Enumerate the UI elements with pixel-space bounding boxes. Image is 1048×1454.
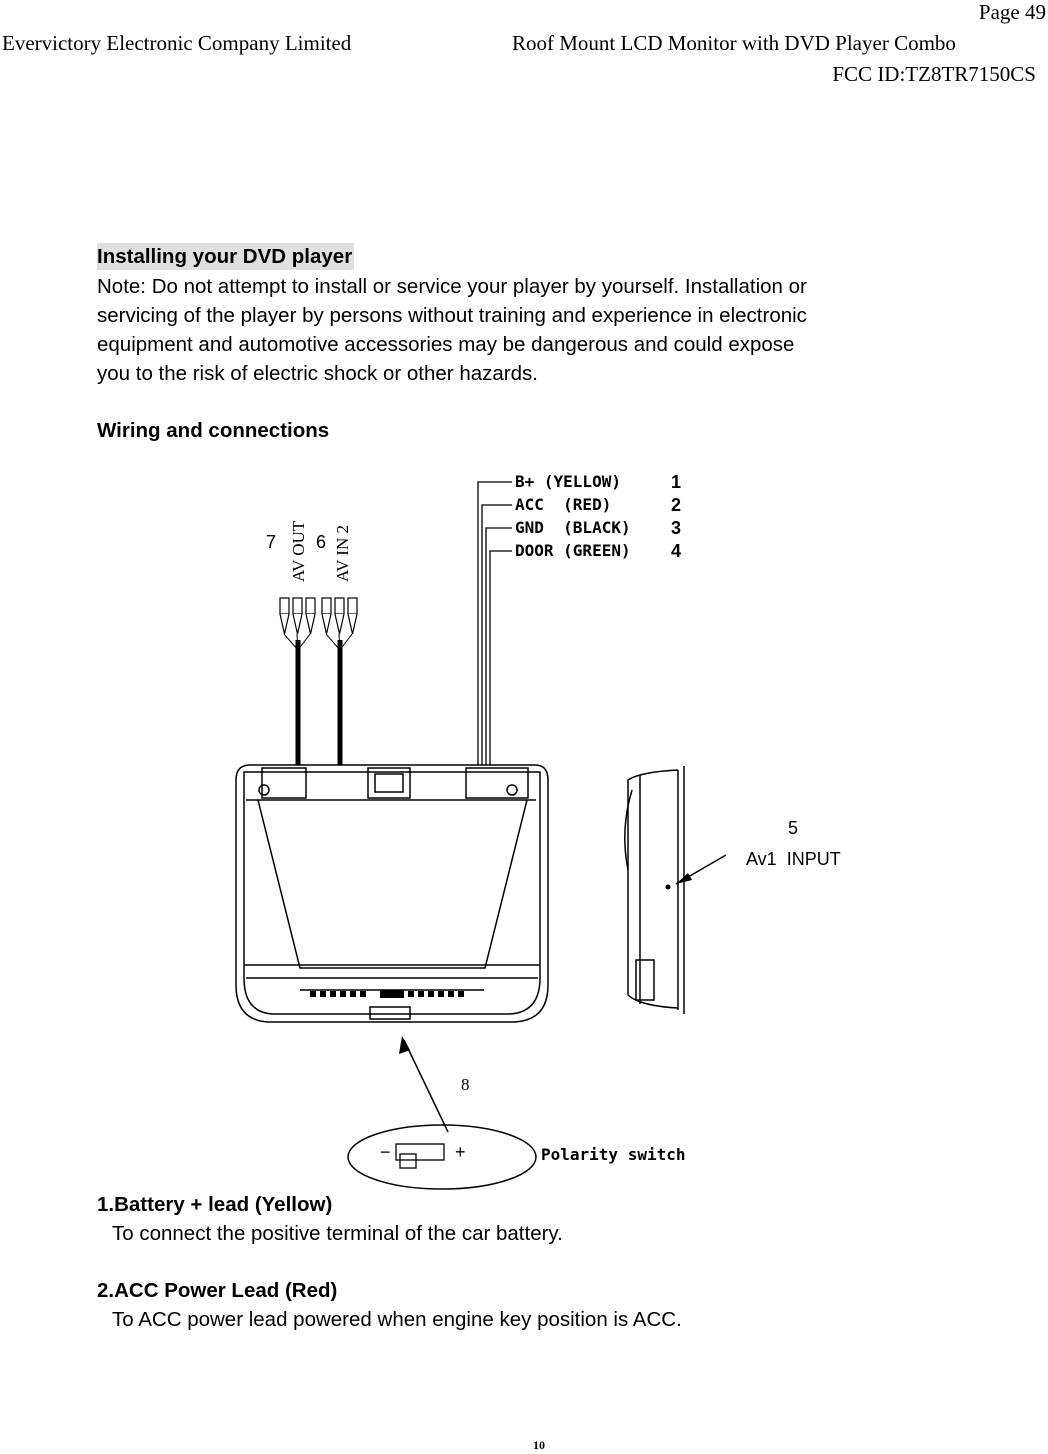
note-line: Note: Do not attempt to install or servi… [97, 275, 807, 298]
monitor-side-view [624, 766, 685, 1014]
rca-plug [321, 597, 332, 635]
av-out-number: 7 [266, 532, 276, 552]
av1-number: 5 [788, 818, 798, 838]
item-desc-acc: To ACC power lead powered when engine ke… [112, 1308, 682, 1331]
polarity-arrow [399, 1036, 449, 1133]
rca-plug [292, 597, 303, 635]
wire-label-1: B+ (YELLOW) [515, 472, 621, 491]
av-in-number: 6 [316, 532, 326, 552]
wire-num-3: 3 [671, 518, 681, 538]
rca-plug [334, 597, 345, 635]
av-out-label: AV OUT [289, 520, 308, 582]
note-line: you to the risk of electric shock or oth… [97, 362, 538, 385]
rca-plug [347, 597, 358, 635]
polarity-switch-ellipse [347, 1124, 537, 1190]
wire-harness [477, 481, 512, 765]
wire-label-2: ACC (RED) [515, 495, 611, 514]
installation-note: Note: Do not attempt to install or servi… [97, 272, 977, 388]
wire-labels: B+ (YELLOW) ACC (RED) GND (BLACK) DOOR (… [515, 472, 681, 561]
product-name: Roof Mount LCD Monitor with DVD Player C… [512, 31, 956, 55]
page-number-header: Page 49 [978, 0, 1046, 24]
section-title: Installing your DVD player [97, 243, 355, 270]
wire-label-3: GND (BLACK) [515, 518, 631, 537]
polarity-switch [395, 1143, 445, 1169]
wiring-title: Wiring and connections [97, 419, 330, 442]
av1-label: Av1 INPUT [746, 849, 841, 869]
footer-page-number: 10 [533, 1438, 545, 1452]
monitor-front-view [235, 764, 549, 1023]
rca-connectors [279, 597, 358, 635]
item-desc-battery: To connect the positive terminal of the … [112, 1222, 563, 1245]
switch-label: Polarity switch [541, 1145, 686, 1164]
rca-plug [305, 597, 316, 635]
item-title-acc: 2.ACC Power Lead (Red) [97, 1279, 338, 1302]
wire-num-4: 4 [671, 541, 681, 561]
wire-num-2: 2 [671, 495, 681, 515]
item-title-battery: 1.Battery + lead (Yellow) [97, 1193, 333, 1216]
av-cables [295, 640, 343, 765]
switch-minus: − [380, 1142, 391, 1162]
switch-plus: + [455, 1142, 466, 1162]
note-line: servicing of the player by persons witho… [97, 304, 807, 327]
switch-number: 8 [461, 1075, 470, 1094]
wire-label-4: DOOR (GREEN) [515, 541, 631, 560]
note-line: equipment and automotive accessories may… [97, 333, 795, 356]
av-in-label: AV IN 2 [333, 525, 352, 582]
wire-num-1: 1 [671, 472, 681, 492]
fcc-id: FCC ID:TZ8TR7150CS [832, 62, 1036, 86]
rca-plug [279, 597, 290, 635]
av1-arrow [675, 854, 727, 885]
company-name: Evervictory Electronic Company Limited [2, 31, 352, 55]
button-row [310, 990, 464, 998]
